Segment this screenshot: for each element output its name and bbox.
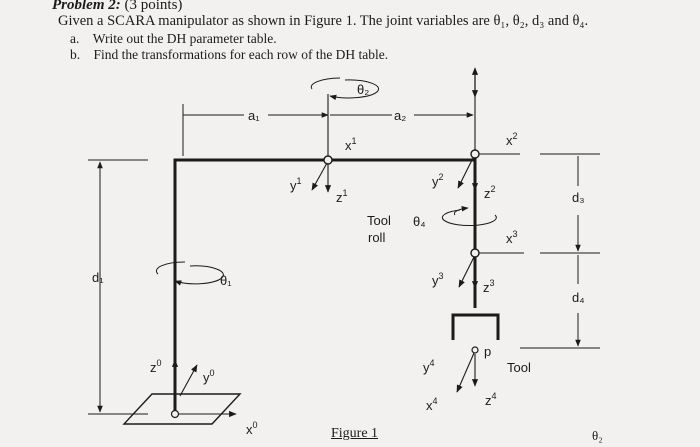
part-b-letter: b. (70, 47, 81, 62)
part-b-text: Find the transformations for each row of… (93, 47, 389, 62)
x4-label: x4 (426, 396, 438, 413)
d3-label: d₃ (572, 190, 585, 205)
problem-heading: Problem 2: (3 points) (52, 0, 182, 14)
a2-label: a₂ (394, 108, 406, 123)
z2-label: z2 (484, 184, 496, 201)
base-plate (122, 393, 242, 425)
tool-roll-label-1: Tool (367, 213, 391, 228)
theta2-label: θ₂ (357, 82, 369, 97)
corner-text: θ₂ (592, 428, 603, 443)
p-label: p (484, 344, 491, 359)
joint-3 (470, 248, 480, 258)
gripper (451, 313, 500, 340)
d4-label: d₄ (572, 290, 585, 305)
z3-label: z3 (483, 278, 495, 295)
y3-label: y3 (432, 271, 444, 288)
part-a: a. Write out the DH parameter table. (70, 31, 277, 47)
theta4-rotation (441, 209, 497, 227)
theta4-label: θ₄ (413, 214, 426, 229)
part-a-text: Write out the DH parameter table. (92, 31, 277, 46)
base-joint (170, 409, 180, 419)
x3-label: x3 (506, 229, 518, 246)
joint-2 (470, 149, 480, 159)
z1-label: z1 (336, 188, 348, 205)
theta1-rotation (174, 265, 224, 286)
joint-1 (323, 155, 333, 165)
part-a-letter: a. (70, 31, 80, 46)
a1-label: a₁ (248, 108, 260, 123)
tool-point-p (471, 346, 479, 354)
y2-label: y2 (432, 172, 444, 189)
z4-label: z4 (485, 391, 497, 408)
x1-label: x1 (345, 136, 357, 153)
theta2-rotation (329, 79, 380, 101)
part-b: b. Find the transformations for each row… (70, 47, 388, 63)
d1-label: d₁ (92, 270, 104, 285)
problem-title: Problem 2: (52, 0, 121, 13)
y1-label: y1 (290, 176, 302, 193)
problem-points: (3 points) (124, 0, 183, 13)
problem-intro: Given a SCARA manipulator as shown in Fi… (58, 13, 589, 29)
z0-label: z0 (150, 358, 162, 375)
x2-label: x2 (506, 131, 518, 148)
tool-roll-label-2: roll (368, 230, 385, 245)
y0-label: y0 (203, 368, 215, 385)
y4-label: y4 (423, 358, 435, 375)
tool-label: Tool (507, 360, 531, 375)
figure-caption: Figure 1 (331, 426, 379, 441)
x0-label: x0 (246, 420, 258, 437)
theta1-label: θ₁ (220, 273, 232, 288)
